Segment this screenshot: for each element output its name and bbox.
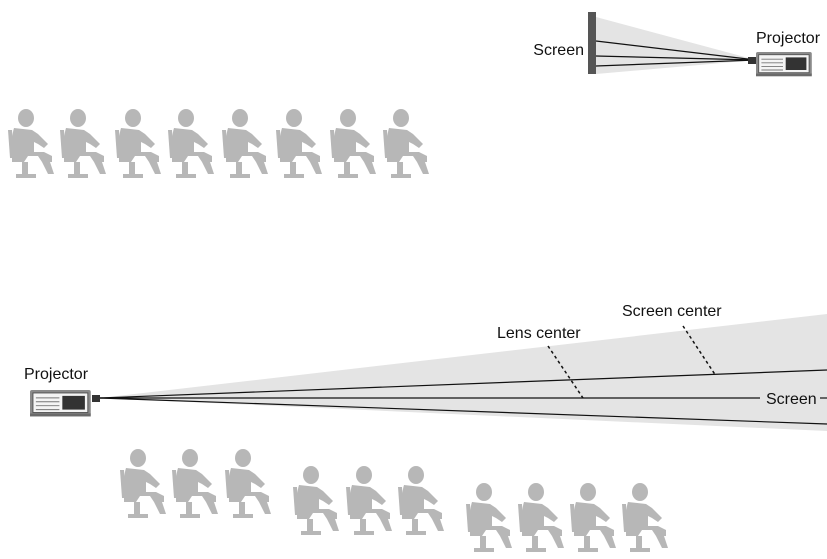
seated-person-icon	[8, 109, 54, 178]
screen-center-leader	[682, 325, 717, 377]
seated-person-icon	[330, 109, 376, 178]
top-beam-line-lower	[595, 59, 757, 67]
seated-person-icon	[398, 466, 444, 535]
top-diagram: Screen Projector	[533, 12, 821, 77]
bottom-beam-line-lower	[99, 397, 827, 425]
top-projector-lens	[748, 57, 756, 64]
seated-person-icon	[225, 449, 271, 518]
bottom-audience-row	[120, 449, 668, 552]
projector-icon	[755, 51, 813, 77]
bottom-screen-label: Screen	[766, 391, 817, 408]
top-projection-beam	[596, 17, 756, 74]
seated-person-icon	[60, 109, 106, 178]
seated-person-icon	[383, 109, 429, 178]
bottom-projector-lens	[92, 395, 100, 402]
bottom-diagram: Projector Lens center Screen center Scre…	[24, 303, 827, 431]
seated-person-icon	[120, 449, 166, 518]
top-audience-row	[8, 109, 429, 178]
seated-person-icon	[466, 483, 512, 552]
seated-person-icon	[276, 109, 322, 178]
seated-person-icon	[172, 449, 218, 518]
lens-center-label: Lens center	[497, 325, 581, 342]
screen-panel-icon	[588, 12, 596, 74]
seated-person-icon	[115, 109, 161, 178]
seated-person-icon	[570, 483, 616, 552]
seated-person-icon	[346, 466, 392, 535]
seated-person-icon	[622, 483, 668, 552]
bottom-projector-label: Projector	[24, 366, 89, 383]
seated-person-icon	[518, 483, 564, 552]
top-beam-line-center	[595, 55, 757, 61]
bottom-projection-beam	[100, 314, 827, 431]
seated-person-icon	[168, 109, 214, 178]
seated-person-icon	[293, 466, 339, 535]
top-projector-label: Projector	[756, 30, 821, 47]
lens-center-leader	[547, 345, 584, 399]
top-screen-label: Screen	[533, 42, 584, 59]
seated-person-icon	[222, 109, 268, 178]
screen-center-label: Screen center	[622, 303, 722, 320]
bottom-beam-line-upper	[99, 369, 827, 399]
top-beam-line-upper	[595, 40, 757, 61]
projector-icon	[29, 389, 92, 417]
